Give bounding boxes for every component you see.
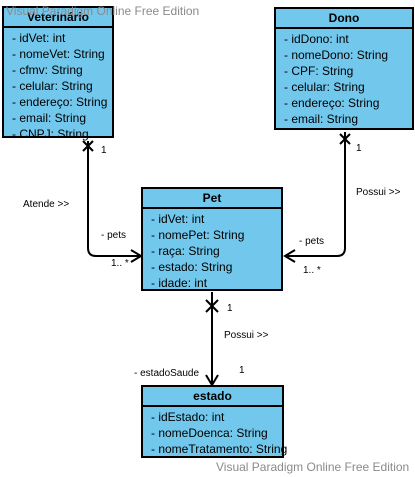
attribute: - cfmv: String xyxy=(12,63,83,77)
atende-association-name: Atende >> xyxy=(23,199,70,210)
watermark-top: Visual Paradigm Online Free Edition xyxy=(6,4,200,18)
attribute: - celular: String xyxy=(12,79,93,93)
attribute: - idVet: int xyxy=(12,31,66,45)
attribute: - idVet: int xyxy=(151,212,205,226)
class-pet-title: Pet xyxy=(143,189,281,209)
possui-estado-target-multiplicity: 1 xyxy=(239,365,245,376)
attribute: - nomeDono: String xyxy=(284,48,389,62)
attribute: - nomeVet: String xyxy=(12,47,105,61)
class-veterinario-attributes: - idVet: int - nomeVet: String - cfmv: S… xyxy=(4,28,112,142)
possui-estado-source-multiplicity: 1 xyxy=(227,303,233,314)
possui-dono-source-multiplicity: 1 xyxy=(356,143,362,154)
atende-target-role: - pets xyxy=(101,230,127,241)
attribute: - celular: String xyxy=(284,80,365,94)
watermark-bottom: Visual Paradigm Online Free Edition xyxy=(216,460,410,474)
class-dono-attributes: - idDono: int - nomeDono: String - CPF: … xyxy=(276,29,412,127)
attribute: - email: String xyxy=(12,111,87,125)
possui-dono-association-name: Possui >> xyxy=(356,187,401,198)
possui-dono-x-marker xyxy=(339,133,351,145)
class-veterinario-title: Veterinário xyxy=(4,8,112,28)
possui-dono-association-line xyxy=(285,132,346,257)
class-estado[interactable]: estado - idEstado: int - nomeDoenca: Str… xyxy=(141,385,288,458)
attribute: - idDono: int xyxy=(284,32,349,46)
class-dono-title: Dono xyxy=(276,9,412,29)
attribute: - endereço: String xyxy=(12,95,108,109)
atende-source-multiplicity: 1 xyxy=(101,145,107,156)
possui-dono-target-role: - pets xyxy=(299,236,325,247)
class-dono[interactable]: Dono - idDono: int - nomeDono: String - … xyxy=(274,7,414,130)
possui-estado-association-name: Possui >> xyxy=(224,330,269,341)
attribute: - nomeDoenca: String xyxy=(151,426,268,440)
attribute: - endereço: String xyxy=(284,96,380,110)
attribute: - idEstado: int xyxy=(151,410,225,424)
attribute: - CPF: String xyxy=(284,64,354,78)
possui-dono-target-multiplicity: 1.. * xyxy=(303,265,321,276)
attribute: - estado: String xyxy=(151,260,233,274)
attribute: - raça: String xyxy=(151,244,220,258)
attribute: - CNPJ: String xyxy=(12,127,89,141)
possui-estado-target-role: - estadoSaude xyxy=(134,368,200,379)
attribute: - nomeTratamento: String xyxy=(151,442,288,456)
class-veterinario[interactable]: Veterinário - idVet: int - nomeVet: Stri… xyxy=(2,6,114,141)
class-pet[interactable]: Pet - idVet: int - nomePet: String - raç… xyxy=(141,187,283,291)
possui-estado-x-marker xyxy=(205,299,219,313)
atende-x-marker xyxy=(82,140,94,152)
class-estado-attributes: - idEstado: int - nomeDoenca: String - n… xyxy=(143,407,288,457)
attribute: - idade: int xyxy=(151,276,208,290)
atende-target-multiplicity: 1.. * xyxy=(111,258,129,269)
class-estado-title: estado xyxy=(143,387,282,407)
attribute: - email: String xyxy=(284,112,359,126)
class-pet-attributes: - idVet: int - nomePet: String - raça: S… xyxy=(143,209,281,291)
possui-dono-arrowhead xyxy=(283,249,296,263)
attribute: - nomePet: String xyxy=(151,228,245,242)
atende-association-line xyxy=(87,141,141,257)
